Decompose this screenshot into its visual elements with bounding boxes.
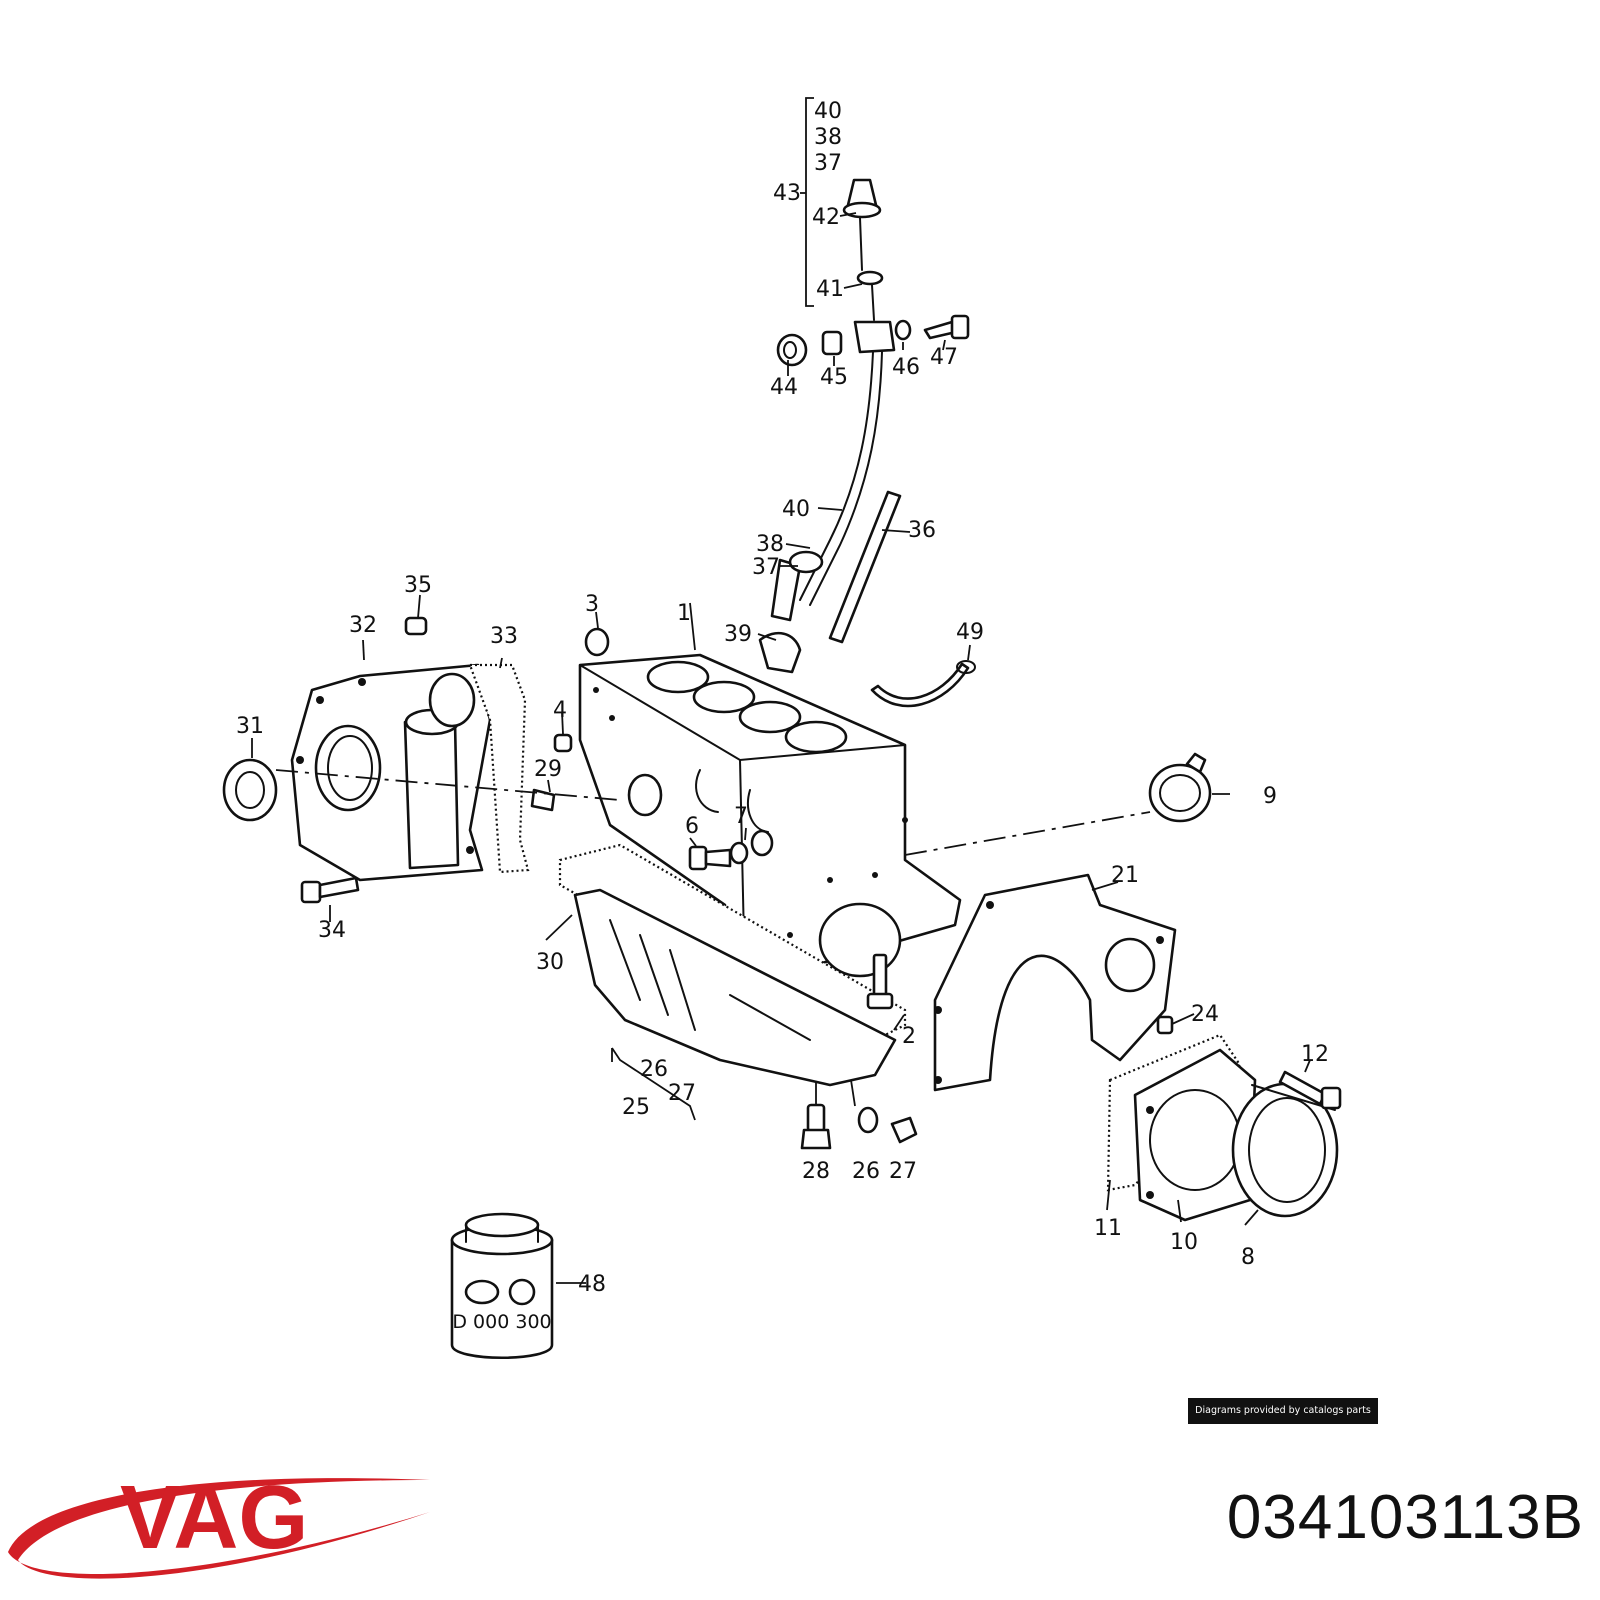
callout-36: 36 — [908, 518, 936, 543]
callout-7: 7 — [734, 804, 748, 829]
callout-39: 39 — [724, 622, 752, 647]
part-number: 034103113B — [1226, 1483, 1584, 1552]
sealing-washer-7 — [729, 829, 774, 865]
sleeve-45 — [821, 330, 843, 356]
callout-4: 4 — [553, 698, 567, 723]
seal-cap-9 — [1148, 752, 1212, 823]
callout-34: 34 — [318, 918, 346, 943]
sealant-can-48: D 000 300 — [450, 1212, 554, 1360]
callout-47: 47 — [930, 345, 958, 370]
callout-33: 33 — [490, 624, 518, 649]
callout-26-pan: 26 — [640, 1057, 668, 1082]
plug-6 — [688, 845, 732, 871]
callout-30: 30 — [536, 950, 564, 975]
cap-35 — [404, 616, 428, 636]
callout-32: 32 — [349, 613, 377, 638]
callout-6: 6 — [685, 814, 699, 839]
callout-48: 48 — [578, 1272, 606, 1297]
diagram-credit-badge: Diagrams provided by catalogs parts — [1188, 1398, 1378, 1424]
callout-40-lower: 40 — [782, 497, 810, 522]
drain-plug-28 — [800, 1103, 832, 1150]
callout-40: 40 — [814, 99, 842, 124]
callout-27: 27 — [889, 1159, 917, 1184]
center-lines — [275, 769, 1151, 856]
callout-38-lower: 38 — [756, 532, 784, 557]
plug-3 — [584, 627, 610, 657]
gasket-33 — [468, 663, 530, 874]
callout-26: 26 — [852, 1159, 880, 1184]
callout-1: 1 — [677, 601, 691, 626]
dipstick-assembly — [799, 178, 896, 606]
vag-logo: VAG — [8, 1468, 430, 1579]
callout-38: 38 — [814, 125, 842, 150]
callout-43: 43 — [773, 181, 801, 206]
bolt-12 — [1278, 1070, 1342, 1110]
callout-44: 44 — [770, 375, 798, 400]
stud-2 — [866, 953, 894, 1010]
callout-35: 35 — [404, 573, 432, 598]
oil-pan — [573, 888, 897, 1087]
leader-lines — [251, 97, 1311, 1284]
callout-24: 24 — [1191, 1002, 1219, 1027]
callout-8: 8 — [1241, 1245, 1255, 1270]
callout-11: 11 — [1094, 1216, 1122, 1241]
callout-31: 31 — [236, 714, 264, 739]
callout-9: 9 — [1263, 784, 1277, 809]
cylinder-block — [578, 653, 962, 987]
logo-swoosh — [8, 1478, 430, 1579]
callout-45: 45 — [820, 365, 848, 390]
callout-37: 37 — [814, 151, 842, 176]
oil-seal-31 — [222, 758, 278, 822]
sealant-can-label: D 000 300 — [452, 1311, 551, 1333]
sealing-ring-44 — [776, 333, 808, 367]
callout-46: 46 — [892, 355, 920, 380]
dowel-24 — [1156, 1015, 1174, 1035]
dowel-4 — [553, 733, 573, 753]
callout-3: 3 — [585, 592, 599, 617]
seal-26 — [857, 1106, 879, 1134]
oil-pan-gasket-30 — [558, 843, 907, 1052]
callout-42: 42 — [812, 205, 840, 230]
callout-27-pan: 27 — [668, 1081, 696, 1106]
callout-10: 10 — [1170, 1230, 1198, 1255]
callout-49: 49 — [956, 620, 984, 645]
callout-2: 2 — [902, 1024, 916, 1049]
guide-tube-lower-39 — [758, 550, 824, 674]
callout-21: 21 — [1111, 863, 1139, 888]
washer-46 — [894, 319, 912, 341]
callout-41: 41 — [816, 277, 844, 302]
callout-labels: 40 38 37 43 42 41 44 45 46 47 40 36 38 3… — [236, 99, 1329, 1297]
bolt-34 — [300, 876, 360, 904]
callout-25: 25 — [622, 1095, 650, 1120]
brand-name: VAG — [120, 1468, 308, 1568]
intermediate-plate-21 — [933, 873, 1177, 1092]
front-cover-assembly — [290, 663, 492, 882]
plug-27 — [890, 1116, 918, 1144]
callout-28: 28 — [802, 1159, 830, 1184]
callout-37-lower: 37 — [752, 555, 780, 580]
bolt-47 — [923, 314, 970, 340]
callout-29: 29 — [534, 757, 562, 782]
callout-12: 12 — [1301, 1042, 1329, 1067]
oil-spray-jet-49 — [870, 660, 976, 708]
